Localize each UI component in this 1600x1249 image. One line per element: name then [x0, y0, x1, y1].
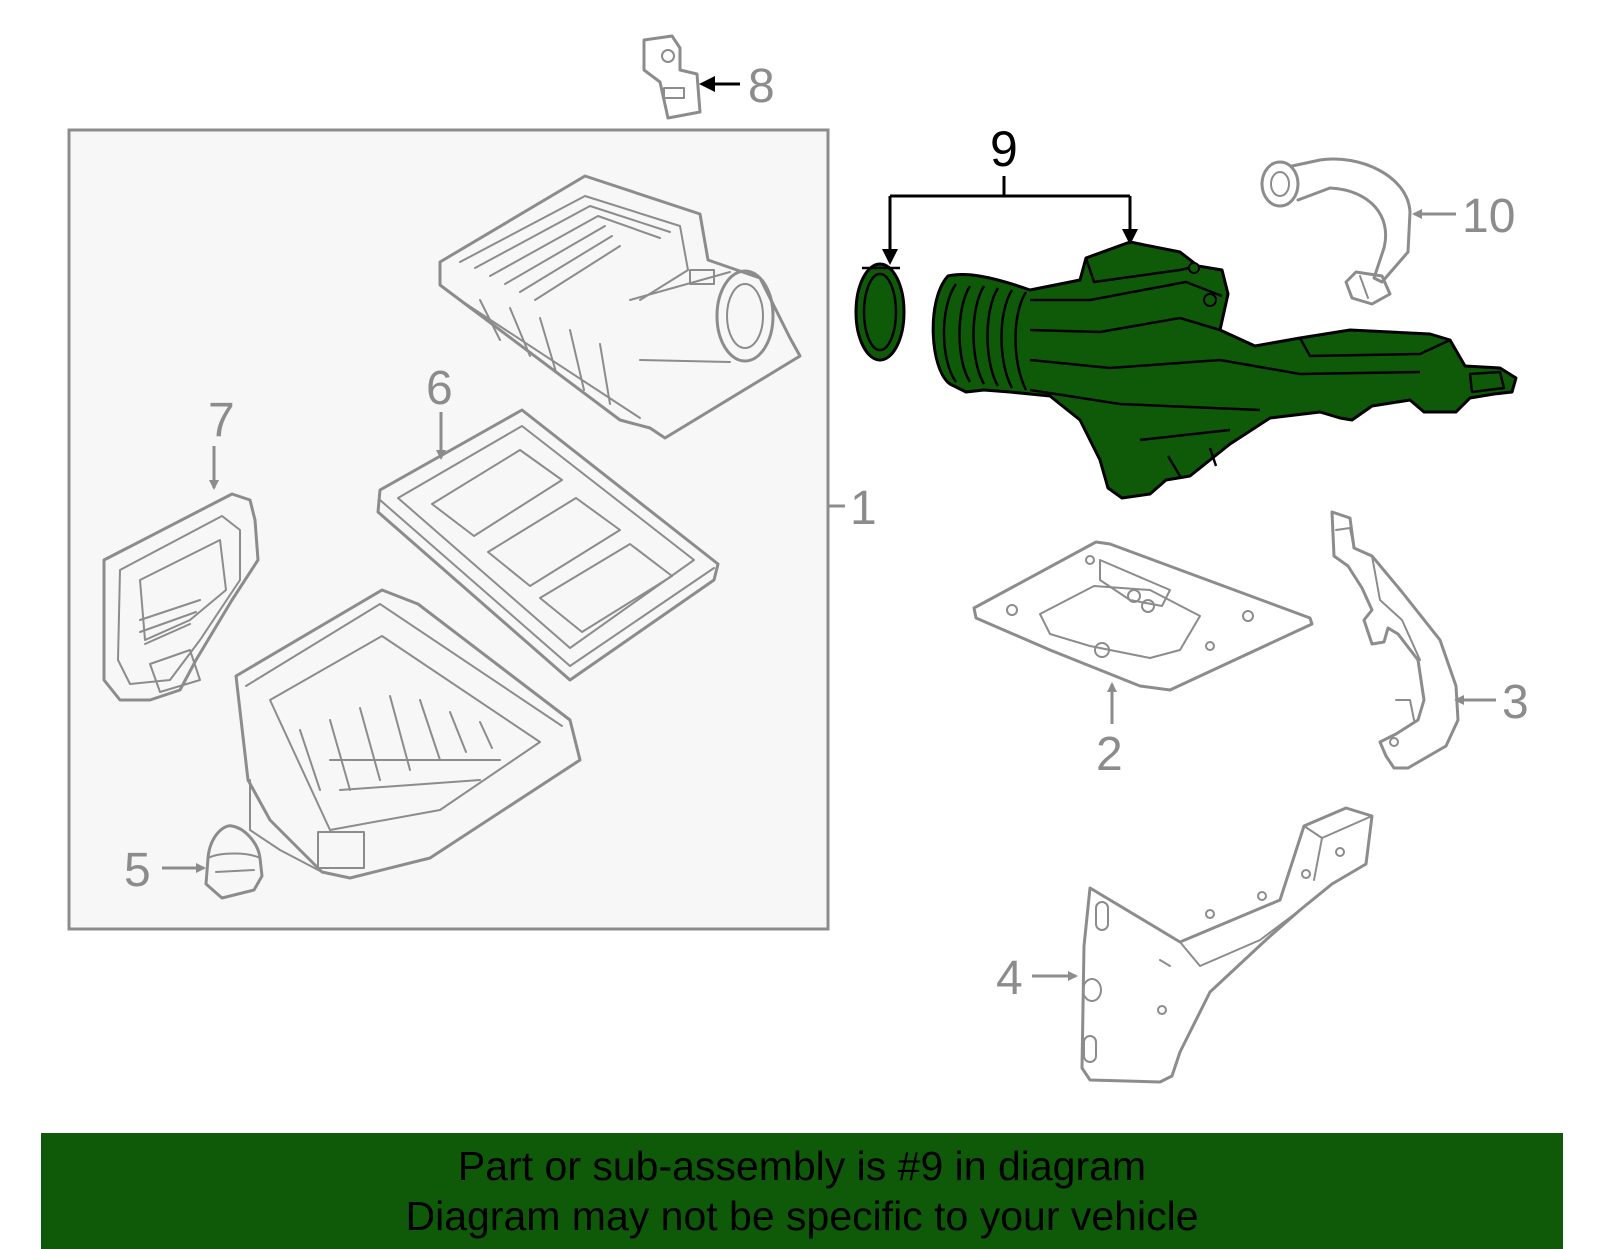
upper-housing-cover [438, 174, 802, 440]
part-6-filter [376, 408, 720, 682]
part-8-sensor [642, 34, 702, 120]
part-3-bracket [1330, 510, 1460, 770]
part-2-tray-plate [972, 540, 1314, 692]
callout-9: 9 [990, 121, 1018, 177]
part-9-intake-duct [854, 240, 1518, 500]
callout-1: 1 [850, 482, 877, 535]
callout-4: 4 [996, 952, 1023, 1005]
leader-9 [882, 176, 1138, 265]
callout-6: 6 [426, 362, 453, 415]
part-4-support-bracket [1080, 806, 1374, 1084]
part-10-hose [1260, 157, 1412, 306]
banner-line-1: Part or sub-assembly is #9 in diagram [457, 1143, 1147, 1189]
info-banner: Part or sub-assembly is #9 in diagram Di… [41, 1133, 1563, 1249]
lower-housing-tray [234, 588, 582, 880]
callout-10: 10 [1462, 190, 1515, 243]
callout-5: 5 [124, 844, 151, 897]
part-7-duct [102, 492, 260, 702]
callout-8: 8 [748, 60, 775, 113]
callout-2: 2 [1096, 728, 1123, 781]
callout-3: 3 [1502, 676, 1529, 729]
assembly-box [67, 128, 830, 931]
callout-7: 7 [208, 394, 235, 447]
banner-line-2: Diagram may not be specific to your vehi… [405, 1193, 1199, 1239]
part-5-grommet [204, 824, 264, 900]
